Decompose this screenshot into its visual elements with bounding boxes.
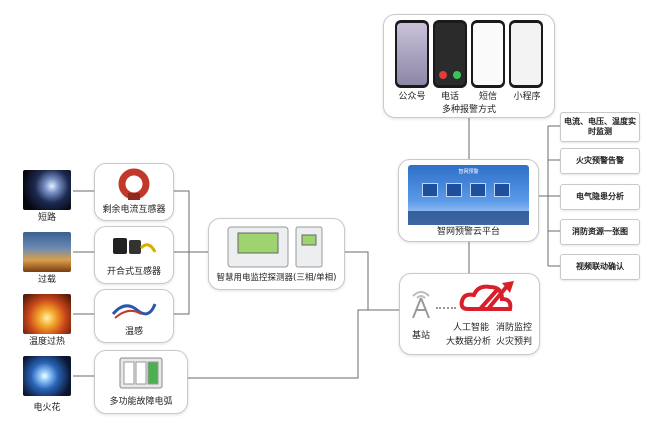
feature-fire-prediction: 火灾预判 (496, 337, 533, 347)
channel-call: 电话 (440, 92, 459, 102)
platform-screen: 智网预警 (408, 165, 529, 225)
base-station-icon (412, 291, 430, 318)
miniprogram-phone-icon (509, 20, 543, 88)
feature-ai: 人工智能 (453, 323, 490, 333)
channel-sms: 短信 (478, 92, 497, 102)
function-resource-map: 消防资源一张图 (560, 219, 640, 245)
function-realtime-monitoring: 电流、电压、温度实时监测 (560, 112, 640, 142)
base-station-label: 基站 (411, 331, 430, 341)
residual-sensor-card: 剩余电流互感器 (94, 163, 174, 221)
cloud-platform-label: 智网预警云平台 (436, 227, 500, 237)
platform-screen-title: 智网预警 (458, 169, 479, 175)
arc-sensor-card: 多功能故障电弧 (94, 350, 188, 414)
short-circuit-image (23, 170, 71, 210)
function-hazard-analysis: 电气隐患分析 (560, 184, 640, 210)
split-core-sensor-card: 开合式互感器 (94, 226, 174, 284)
dotted-link (436, 307, 456, 309)
spark-image (23, 356, 71, 396)
channel-wechat: 公众号 (398, 92, 426, 102)
spark-label: 电火花 (33, 403, 61, 413)
feature-fire-monitoring: 消防监控 (496, 323, 533, 333)
temp-sensor-label: 温感 (124, 327, 143, 337)
cloud-brand-logo-icon (459, 281, 514, 311)
arc-sensor-label: 多功能故障电弧 (109, 397, 173, 407)
arc-fault-detector-icon (119, 357, 163, 389)
call-phone-icon (433, 20, 467, 88)
detector-card: 智慧用电监控探测器(三相/单相) (208, 218, 345, 290)
overtemp-label: 温度过热 (28, 337, 65, 347)
split-core-sensor-label: 开合式互感器 (106, 267, 161, 277)
function-video-confirm: 视频联动确认 (560, 254, 640, 280)
feature-big-data: 大数据分析 (446, 337, 492, 347)
detector-label: 智慧用电监控探测器(三相/单相) (216, 273, 337, 283)
channel-miniprogram: 小程序 (513, 92, 541, 102)
alarm-methods-card: 公众号 电话 短信 小程序 多种报警方式 (383, 14, 555, 118)
cloud-platform-card: 智网预警 智网预警云平台 (398, 159, 539, 242)
temperature-sensor-icon (111, 303, 157, 319)
detector-device-icon (227, 226, 323, 268)
residual-sensor-label: 剩余电流互感器 (102, 205, 166, 215)
temp-sensor-card: 温感 (94, 289, 174, 343)
alarm-caption: 多种报警方式 (441, 105, 496, 115)
base-station-card: 基站 人工智能 消防监控 大数据分析 火灾预判 (399, 273, 540, 355)
residual-current-transformer-icon (118, 168, 150, 200)
split-core-transformer-icon (113, 238, 157, 254)
overtemp-image (23, 294, 71, 334)
function-fire-warning: 火灾预警告警 (560, 148, 640, 174)
overload-label: 过载 (37, 275, 56, 285)
sms-phone-icon (471, 20, 505, 88)
overload-image (23, 232, 71, 272)
short-circuit-label: 短路 (37, 213, 56, 223)
wechat-phone-icon (395, 20, 429, 88)
